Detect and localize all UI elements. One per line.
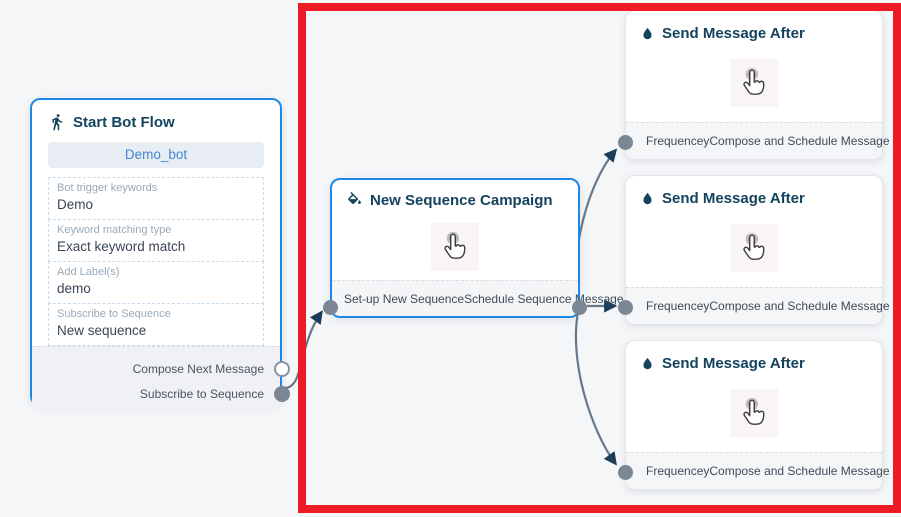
output-row-subscribe-to-sequence: Subscribe to Sequence: [32, 381, 290, 406]
sequence-node-title: New Sequence Campaign: [370, 192, 553, 209]
send-node-title: Send Message After: [662, 355, 805, 372]
port-label-schedule-sequence-message: Schedule Sequence Message: [464, 291, 624, 306]
output-port-compose-schedule[interactable]: [896, 298, 901, 314]
output-label: Compose Next Message: [132, 361, 264, 376]
input-port-frequencey[interactable]: [618, 300, 633, 315]
field-value: demo: [57, 281, 91, 296]
output-port-subscribe-to-sequence[interactable]: [274, 385, 290, 402]
sequence-node-body[interactable]: [332, 213, 578, 280]
sequence-node-header: New Sequence Campaign: [332, 180, 578, 213]
send-node-footer: Frequencey Compose and Schedule Message: [626, 122, 901, 159]
water-drop-icon: [643, 192, 652, 204]
start-bot-flow-node[interactable]: Start Bot Flow Demo_bot Bot trigger keyw…: [30, 98, 290, 412]
field-label: Keyword matching type: [57, 224, 172, 236]
edge-sequence-to-send-1: [574, 148, 618, 302]
input-port-sequence-node[interactable]: [323, 300, 338, 315]
send-node-header: Send Message After: [626, 176, 882, 209]
field-value: New sequence: [57, 323, 147, 338]
send-message-after-node-2[interactable]: Send Message After Frequencey Compose an…: [618, 175, 901, 325]
field-subscribe-to-sequence[interactable]: Subscribe to Sequence New sequence: [48, 303, 264, 346]
port-label-frequencey: Frequencey: [646, 134, 710, 148]
new-sequence-campaign-node[interactable]: New Sequence Campaign Set-up New Sequenc…: [323, 178, 624, 318]
field-label: Add Label(s): [57, 266, 120, 278]
send-node-footer: Frequencey Compose and Schedule Message: [626, 287, 901, 324]
input-port-frequencey[interactable]: [618, 135, 633, 150]
send-node-title: Send Message After: [662, 25, 805, 42]
port-label-frequencey: Frequencey: [646, 299, 710, 313]
start-node-title: Start Bot Flow: [73, 113, 175, 131]
send-node-header: Send Message After: [626, 11, 882, 44]
port-label-setup-new-sequence: Set-up New Sequence: [344, 291, 465, 306]
output-port-sequence-node[interactable]: [572, 300, 587, 315]
field-label: Bot trigger keywords: [57, 182, 158, 194]
field-bot-trigger-keywords[interactable]: Bot trigger keywords Demo: [48, 177, 264, 220]
send-node-body[interactable]: [626, 374, 882, 452]
hand-cursor-icon[interactable]: [730, 389, 778, 437]
output-port-compose-schedule[interactable]: [896, 133, 901, 149]
hand-cursor-icon[interactable]: [730, 59, 778, 107]
sequence-node-footer: Set-up New Sequence Schedule Sequence Me…: [332, 280, 624, 316]
field-value: Demo: [57, 197, 94, 212]
output-port-compose-next-message[interactable]: [274, 360, 290, 377]
paint-bucket-icon: [348, 192, 361, 205]
send-node-body[interactable]: [626, 209, 882, 287]
hand-cursor-icon[interactable]: [730, 224, 778, 272]
start-node-footer: Compose Next Message Subscribe to Sequen…: [32, 346, 290, 412]
walking-person-icon: [52, 114, 63, 131]
port-label-compose-and-schedule: Compose and Schedule Message: [709, 299, 890, 313]
start-node-header: Start Bot Flow: [32, 100, 280, 140]
send-message-after-node-1[interactable]: Send Message After Frequencey Compose an…: [618, 10, 901, 160]
port-label-compose-and-schedule: Compose and Schedule Message: [709, 134, 890, 148]
edge-start-to-sequence: [281, 310, 323, 390]
field-add-labels[interactable]: Add Label(s) demo: [48, 261, 264, 304]
send-node-body[interactable]: [626, 44, 882, 122]
send-node-header: Send Message After: [626, 341, 882, 374]
output-port-compose-schedule[interactable]: [896, 463, 901, 479]
send-node-footer: Frequencey Compose and Schedule Message: [626, 452, 901, 489]
port-label-frequencey: Frequencey: [646, 464, 710, 478]
output-label: Subscribe to Sequence: [139, 386, 264, 401]
send-node-title: Send Message After: [662, 190, 805, 207]
output-row-compose-next-message: Compose Next Message: [32, 356, 290, 381]
edge-sequence-to-send-3: [574, 311, 617, 466]
input-port-frequencey[interactable]: [618, 465, 633, 480]
field-value: Exact keyword match: [57, 239, 186, 254]
water-drop-icon: [643, 357, 652, 369]
start-node-fields: Bot trigger keywords Demo Keyword matchi…: [48, 177, 264, 346]
bot-name-button[interactable]: Demo_bot: [48, 142, 264, 168]
field-keyword-matching-type[interactable]: Keyword matching type Exact keyword matc…: [48, 219, 264, 262]
port-label-compose-and-schedule: Compose and Schedule Message: [709, 464, 890, 478]
hand-cursor-icon[interactable]: [431, 222, 479, 271]
field-label: Subscribe to Sequence: [57, 308, 171, 320]
water-drop-icon: [643, 27, 652, 39]
send-message-after-node-3[interactable]: Send Message After Frequencey Compose an…: [618, 340, 901, 490]
